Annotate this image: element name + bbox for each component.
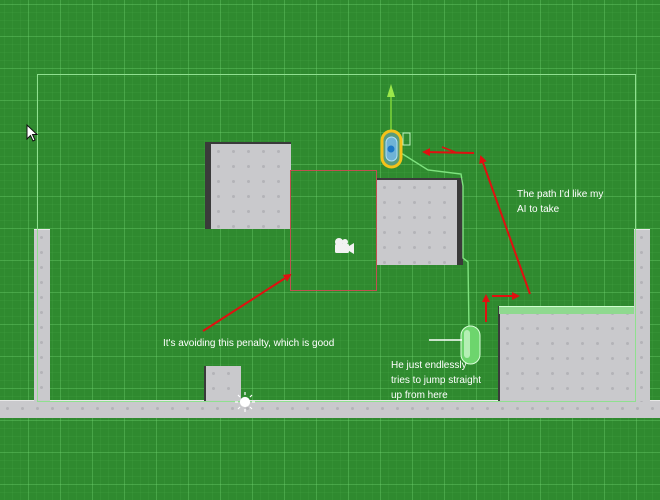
annotation-penalty: It's avoiding this penalty, which is goo… <box>163 338 335 349</box>
right-ledge-top-strip <box>499 306 634 314</box>
annotation-desired-path: The path I'd like my AI to take <box>517 189 604 215</box>
ai-path-line <box>400 152 470 331</box>
sun-light-icon <box>235 392 255 412</box>
path-node-marker <box>402 132 411 146</box>
penalty-zone <box>290 170 377 291</box>
right-wall <box>634 229 650 402</box>
mouse-cursor-icon <box>26 123 39 142</box>
penalty-pointer-arrow <box>202 273 292 332</box>
floating-block-left <box>205 142 291 229</box>
floor-bump <box>204 366 241 401</box>
right-ledge-platform <box>498 306 637 401</box>
camera-icon <box>335 238 354 254</box>
desired-path-arrow-4 <box>422 148 475 157</box>
desired-path-tick <box>441 146 456 153</box>
camera-bounds-outline <box>37 74 636 402</box>
ground-floor <box>0 400 660 418</box>
annotation-stuck: He just endlessly tries to jump straight… <box>391 360 482 401</box>
gizmo-up-arrowhead <box>387 84 395 97</box>
desired-path-arrow-3 <box>479 155 531 295</box>
